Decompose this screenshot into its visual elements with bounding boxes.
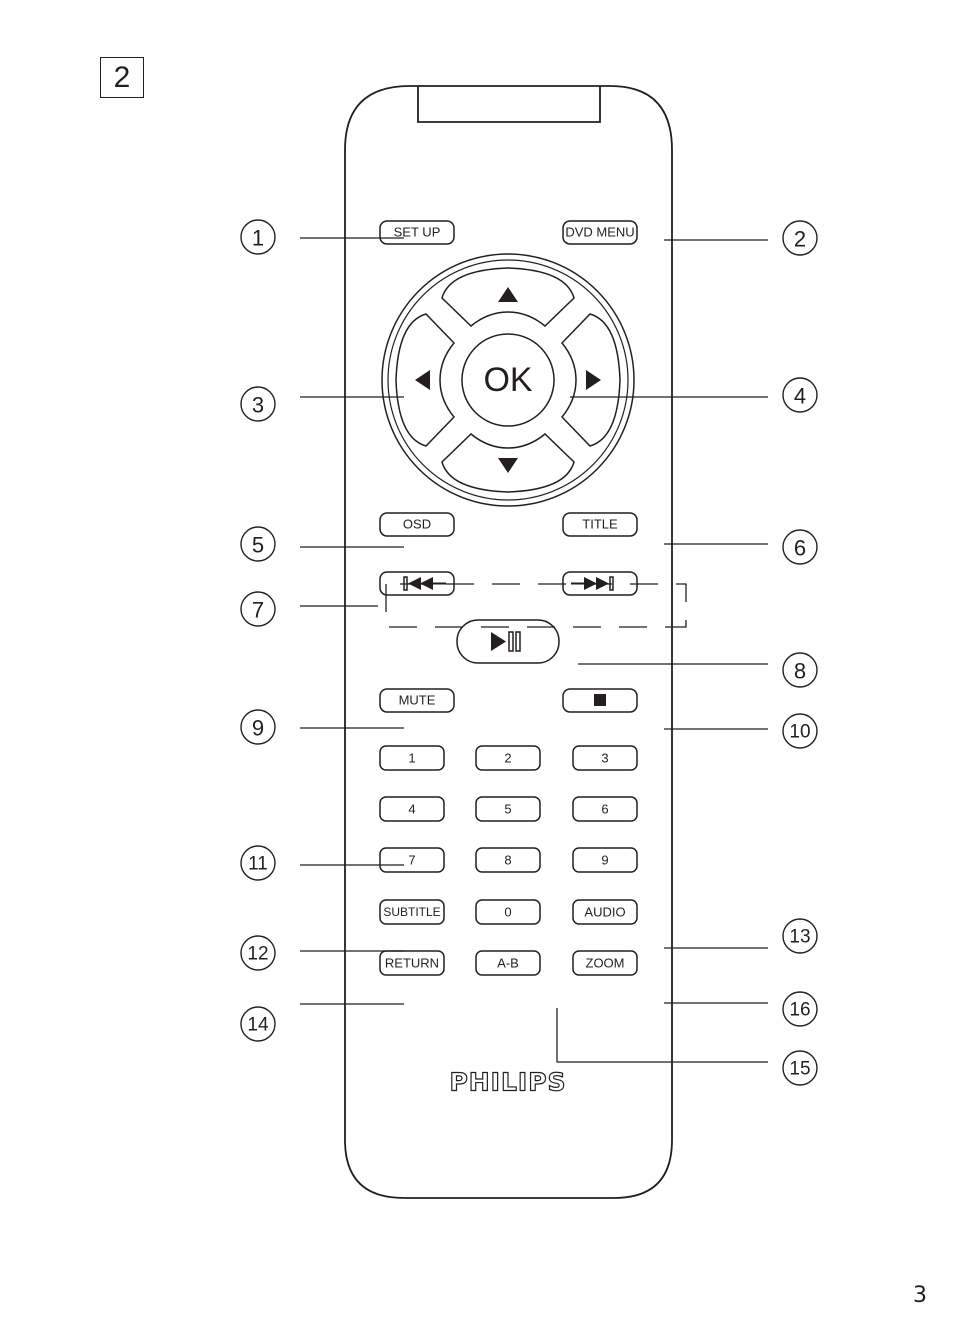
brand-logo: PHILIPS	[449, 1068, 566, 1097]
svg-text:10: 10	[789, 722, 810, 743]
page-number: 3	[913, 1283, 927, 1308]
callout-leader-lines	[300, 237, 768, 1063]
dvd-menu-label: DVD MENU	[565, 225, 634, 240]
triangle-down-icon	[498, 458, 518, 473]
number-3-button[interactable]: 3	[572, 745, 638, 771]
osd-button[interactable]: OSD	[379, 512, 455, 537]
svg-text:4: 4	[794, 384, 806, 409]
callout-5: 5	[240, 526, 276, 562]
nav-left-button[interactable]	[395, 313, 456, 447]
mute-label: MUTE	[399, 693, 436, 708]
return-label: RETURN	[385, 956, 439, 971]
number-9-label: 9	[601, 853, 608, 868]
setup-button[interactable]: SET UP	[379, 220, 455, 245]
nav-up-button[interactable]	[441, 267, 575, 328]
zoom-label: ZOOM	[586, 956, 625, 971]
figure-number-box: 2	[100, 57, 144, 98]
number-1-label: 1	[408, 751, 415, 766]
svg-text:15: 15	[789, 1059, 810, 1080]
callout-16: 16	[782, 991, 818, 1027]
callout-2: 2	[782, 220, 818, 256]
ok-button[interactable]: OK	[461, 333, 555, 427]
nav-down-button[interactable]	[441, 432, 575, 493]
callout-14: 14	[240, 1006, 276, 1042]
callout-6: 6	[782, 529, 818, 565]
setup-label: SET UP	[394, 225, 441, 240]
audio-label: AUDIO	[584, 905, 625, 920]
osd-label: OSD	[403, 517, 431, 532]
svg-text:13: 13	[789, 927, 810, 948]
number-2-button[interactable]: 2	[475, 745, 541, 771]
title-label: TITLE	[582, 517, 618, 532]
callout-15: 15	[782, 1050, 818, 1086]
title-button[interactable]: TITLE	[562, 512, 638, 537]
callout-9: 9	[240, 709, 276, 745]
ir-window	[417, 86, 601, 123]
subtitle-label: SUBTITLE	[383, 905, 440, 919]
callout-7: 7	[240, 591, 276, 627]
svg-text:6: 6	[794, 536, 806, 561]
audio-button[interactable]: AUDIO	[572, 899, 638, 925]
number-8-label: 8	[504, 853, 511, 868]
svg-text:1: 1	[252, 226, 264, 251]
callout-1: 1	[240, 219, 276, 255]
play-pause-icon	[491, 631, 521, 652]
svg-text:2: 2	[794, 227, 806, 252]
svg-text:14: 14	[247, 1015, 269, 1036]
callout-13: 13	[782, 918, 818, 954]
svg-text:3: 3	[252, 393, 264, 418]
subtitle-button[interactable]: SUBTITLE	[379, 899, 445, 925]
number-0-label: 0	[504, 905, 511, 920]
svg-text:9: 9	[252, 716, 264, 741]
dvd-menu-button[interactable]: DVD MENU	[562, 220, 638, 245]
zoom-button[interactable]: ZOOM	[572, 950, 638, 976]
number-6-button[interactable]: 6	[572, 796, 638, 822]
triangle-left-icon	[415, 370, 430, 390]
return-button[interactable]: RETURN	[379, 950, 445, 976]
svg-text:12: 12	[247, 944, 268, 965]
ok-label: OK	[483, 361, 532, 399]
mute-button[interactable]: MUTE	[379, 688, 455, 713]
callout-10: 10	[782, 713, 818, 749]
callout-4: 4	[782, 377, 818, 413]
triangle-right-icon	[586, 370, 601, 390]
svg-text:7: 7	[252, 598, 264, 623]
number-9-button[interactable]: 9	[572, 847, 638, 873]
number-7-label: 7	[408, 853, 415, 868]
svg-text:16: 16	[789, 1000, 810, 1021]
number-6-label: 6	[601, 802, 608, 817]
number-3-label: 3	[601, 751, 608, 766]
svg-text:8: 8	[794, 659, 806, 684]
nav-right-button[interactable]	[560, 313, 621, 447]
number-8-button[interactable]: 8	[475, 847, 541, 873]
stop-icon	[594, 694, 606, 706]
number-1-button[interactable]: 1	[379, 745, 445, 771]
callout-8: 8	[782, 652, 818, 688]
play-pause-button[interactable]	[456, 619, 560, 664]
callout-12: 12	[240, 935, 276, 971]
number-4-button[interactable]: 4	[379, 796, 445, 822]
number-5-button[interactable]: 5	[475, 796, 541, 822]
number-2-label: 2	[504, 751, 511, 766]
triangle-up-icon	[498, 287, 518, 302]
stop-button[interactable]	[562, 688, 638, 713]
callout-11: 11	[240, 845, 276, 881]
svg-text:11: 11	[248, 854, 268, 875]
number-7-button[interactable]: 7	[379, 847, 445, 873]
callout-3: 3	[240, 386, 276, 422]
ab-repeat-label: A-B	[497, 956, 519, 971]
number-5-label: 5	[504, 802, 511, 817]
number-0-button[interactable]: 0	[475, 899, 541, 925]
number-4-label: 4	[408, 802, 415, 817]
ab-repeat-button[interactable]: A-B	[475, 950, 541, 976]
svg-text:5: 5	[252, 533, 264, 558]
